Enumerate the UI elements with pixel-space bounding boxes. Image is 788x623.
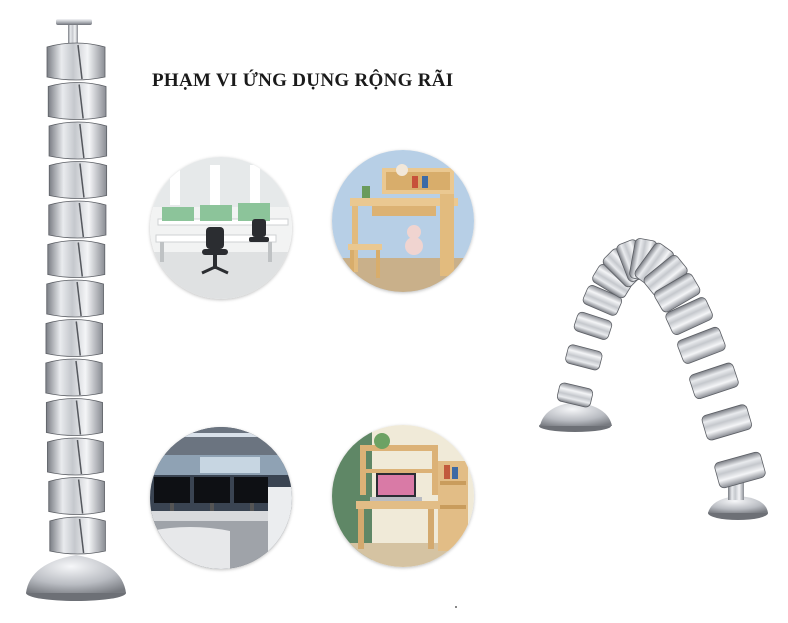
stray-dot	[455, 606, 457, 608]
spine-segment-gap	[76, 281, 82, 317]
arch-segment	[701, 404, 752, 441]
spine-segment	[48, 121, 108, 160]
arch-segment	[689, 362, 739, 400]
spine-segment	[47, 82, 107, 120]
spine-segment-gap	[76, 439, 83, 475]
kids-study-desk-scene	[332, 150, 474, 292]
spine-segment	[49, 516, 106, 555]
arch-segment	[556, 382, 594, 408]
spine-segment-gap	[75, 360, 81, 396]
spine-segment	[47, 437, 104, 476]
arch-segment	[565, 344, 603, 371]
spine-segment	[48, 161, 108, 199]
spine-segment-gap	[77, 242, 84, 277]
computer-lab-scene	[150, 427, 292, 569]
spine-segment-gap	[79, 163, 85, 198]
arched-cable-spine	[539, 238, 768, 520]
spine-segment-gap	[75, 400, 82, 435]
spine-segment	[47, 240, 106, 278]
spine-segment-gap	[78, 84, 84, 119]
spine-segment-gap	[77, 44, 83, 80]
spine-segment-gap	[75, 321, 82, 356]
headline: PHẠM VI ỨNG DỤNG RỘNG RÃI	[152, 70, 454, 91]
spine-segment	[46, 279, 104, 318]
spine-segment	[48, 477, 105, 515]
spine-segment	[45, 358, 103, 397]
spine-segment	[45, 398, 103, 436]
spine-segment	[46, 42, 106, 81]
arch-segment	[582, 285, 623, 316]
spine-segment	[48, 200, 107, 239]
arch-segment	[677, 326, 726, 364]
office-workstations-scene	[150, 157, 292, 299]
vertical-cable-spine	[26, 19, 126, 601]
arch-segment	[654, 273, 701, 313]
arch-segment	[665, 297, 713, 335]
spine-segment	[45, 319, 103, 357]
arch-segment	[714, 451, 766, 489]
arch-segment	[573, 311, 613, 340]
spine-segment-gap	[77, 479, 84, 514]
spine-segment-gap	[78, 518, 85, 554]
wooden-bookshelf-desk-scene	[332, 425, 474, 567]
spine-segment-gap	[78, 202, 85, 238]
spine-segment-gap	[79, 123, 85, 159]
